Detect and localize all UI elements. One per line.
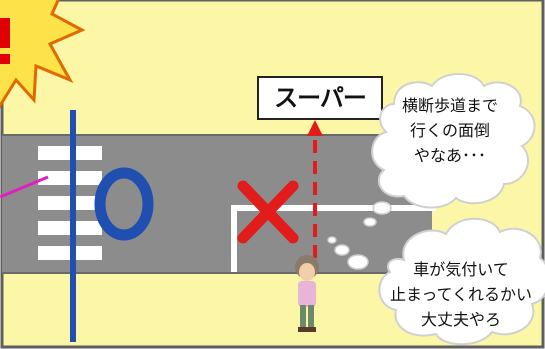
pointer-line bbox=[0, 175, 49, 199]
thought-text-bottom-line-2: 止まってくれるかい bbox=[389, 285, 533, 304]
cross-ng-icon bbox=[237, 180, 299, 244]
starburst-icon bbox=[0, 0, 86, 109]
thought-text-bottom-line-3: 大丈夫やろ bbox=[420, 310, 501, 329]
crossing-line bbox=[70, 110, 76, 342]
store-sign-label: スーパー bbox=[274, 84, 367, 112]
thought-bubble-icon bbox=[327, 217, 545, 346]
parking-lot-line bbox=[231, 205, 436, 272]
path-arrow bbox=[307, 120, 323, 258]
thought-bubble-icon bbox=[363, 73, 536, 227]
thought-text-bottom: 車が気付いて 止まってくれるかい 大丈夫やろ bbox=[378, 257, 544, 332]
thought-text-top-line-1: 横断歩道まで bbox=[401, 96, 498, 115]
pedestrian-icon bbox=[295, 255, 319, 332]
circle-ok-icon bbox=[94, 167, 154, 241]
thought-text-top-line-2: 行くの面倒 bbox=[409, 121, 490, 140]
thought-text-bottom-line-1: 車が気付いて bbox=[413, 260, 509, 279]
thought-text-top-line-3: やなあ･･･ bbox=[413, 146, 486, 165]
thought-text-top: 横断歩道まで 行くの面倒 やなあ･･･ bbox=[386, 93, 514, 168]
store-sign bbox=[257, 76, 383, 120]
